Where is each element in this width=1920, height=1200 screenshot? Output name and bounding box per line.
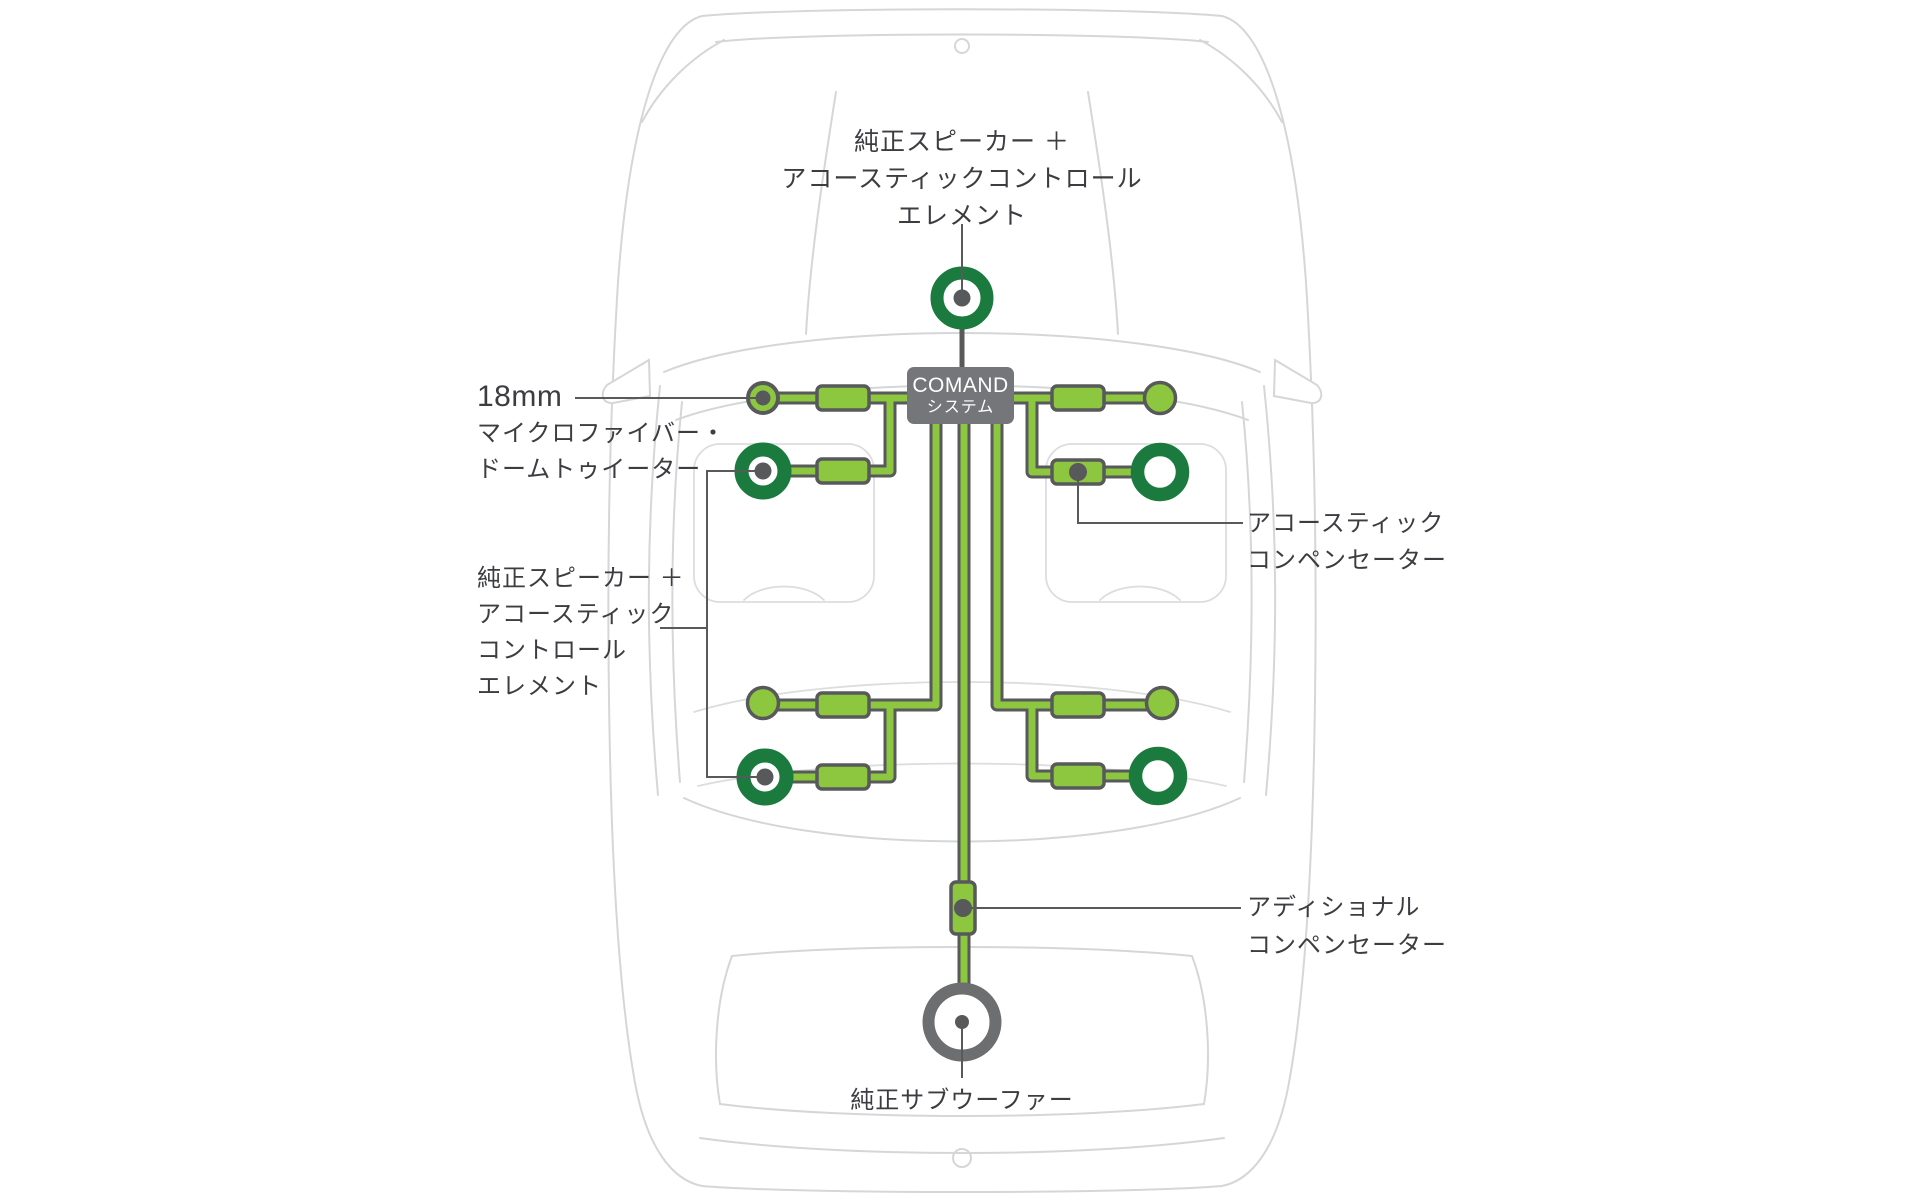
roof-rail-right [1263, 385, 1277, 796]
comand-head-unit-line1: COMAND [912, 373, 1009, 397]
car-body-outline [607, 8, 1317, 1193]
trunk-opening [715, 946, 1209, 1117]
label-line: 純正スピーカー ＋ [854, 128, 1070, 156]
label-line: 純正サブウーファー [850, 1087, 1074, 1114]
rear-emblem [952, 1148, 972, 1168]
label-line: アコースティックコントロール [781, 165, 1143, 193]
amp-rear-left-bottom [815, 763, 871, 791]
comand-head-unit: COMAND システム [907, 367, 1014, 424]
front-seat-right-headrest [1099, 585, 1181, 601]
callout-lines [575, 224, 1243, 1078]
amp-front-left-top [815, 384, 871, 412]
callout-door-bracket [706, 470, 765, 778]
label-acoustic-compensator: アコースティック コンペンセーター [1247, 505, 1447, 579]
subwoofer-dot [955, 1015, 969, 1029]
label-line: アディショナル [1247, 894, 1421, 921]
front-seat-left-headrest [743, 585, 825, 601]
label-line: コンペンセーター [1247, 932, 1447, 959]
label-line: コントロール [477, 637, 627, 664]
tail-arc [699, 1137, 1225, 1154]
amp-rear-left-top [815, 691, 871, 719]
label-line: 純正スピーカー ＋ [477, 565, 685, 592]
front-right-door-speaker-icon [1130, 442, 1190, 502]
fender-line-right [1199, 39, 1283, 123]
marker-dots [754, 289, 1087, 1029]
front-seat-left [693, 443, 875, 603]
rear-left-door-dot [756, 768, 774, 786]
inner-rail-right [1241, 401, 1253, 783]
label-line: アコースティック [477, 601, 675, 628]
label-line: ドームトゥイーター [477, 456, 702, 483]
amp-front-left-bottom [815, 457, 871, 485]
label-line: アコースティック [1247, 510, 1445, 537]
roof-rail-left [647, 385, 661, 796]
front-emblem [954, 38, 970, 54]
rear-right-door-speaker-icon [1128, 746, 1188, 806]
amp-rear-right-bottom [1050, 762, 1106, 790]
rear-left-speaker-icon [745, 685, 781, 721]
front-left-door-dot [754, 462, 772, 480]
fender-line-left [641, 39, 725, 123]
label-line: コンペンセーター [1247, 547, 1447, 574]
front-left-tweeter-dot [755, 390, 771, 406]
label-line: エレメント [896, 202, 1027, 230]
comand-head-unit-line2: システム [926, 398, 995, 416]
label-tweeter: 18mm マイクロファイバー・ ドームトゥイーター [477, 378, 726, 488]
hood-crease-right [1087, 91, 1119, 335]
inner-rail-left [671, 401, 683, 783]
dash-speaker-dot [953, 289, 971, 307]
label-line: エレメント [477, 673, 602, 700]
mirror-right [1272, 358, 1323, 405]
additional-compensator-dot [954, 899, 972, 917]
callout-acoustic-compensator [1077, 472, 1243, 524]
acoustic-compensator-dot [1069, 463, 1087, 481]
label-line: マイクロファイバー・ [477, 420, 727, 447]
label-rear-door-speakers: 純正スピーカー ＋ アコースティック コントロール エレメント [477, 561, 685, 705]
label-subwoofer: 純正サブウーファー [812, 1083, 1112, 1119]
amp-rear-right-top [1050, 691, 1106, 719]
label-additional-compensator: アディショナル コンペンセーター [1247, 889, 1447, 965]
hood-crease-left [805, 91, 837, 335]
rear-right-speaker-icon [1144, 685, 1180, 721]
label-line: 18mm [477, 380, 563, 413]
label-front-center-speaker: 純正スピーカー ＋ アコースティックコントロール エレメント [662, 124, 1262, 235]
hood-inner-line [715, 33, 1209, 43]
amp-front-right-top [1050, 384, 1106, 412]
front-right-tweeter-icon [1142, 380, 1178, 416]
